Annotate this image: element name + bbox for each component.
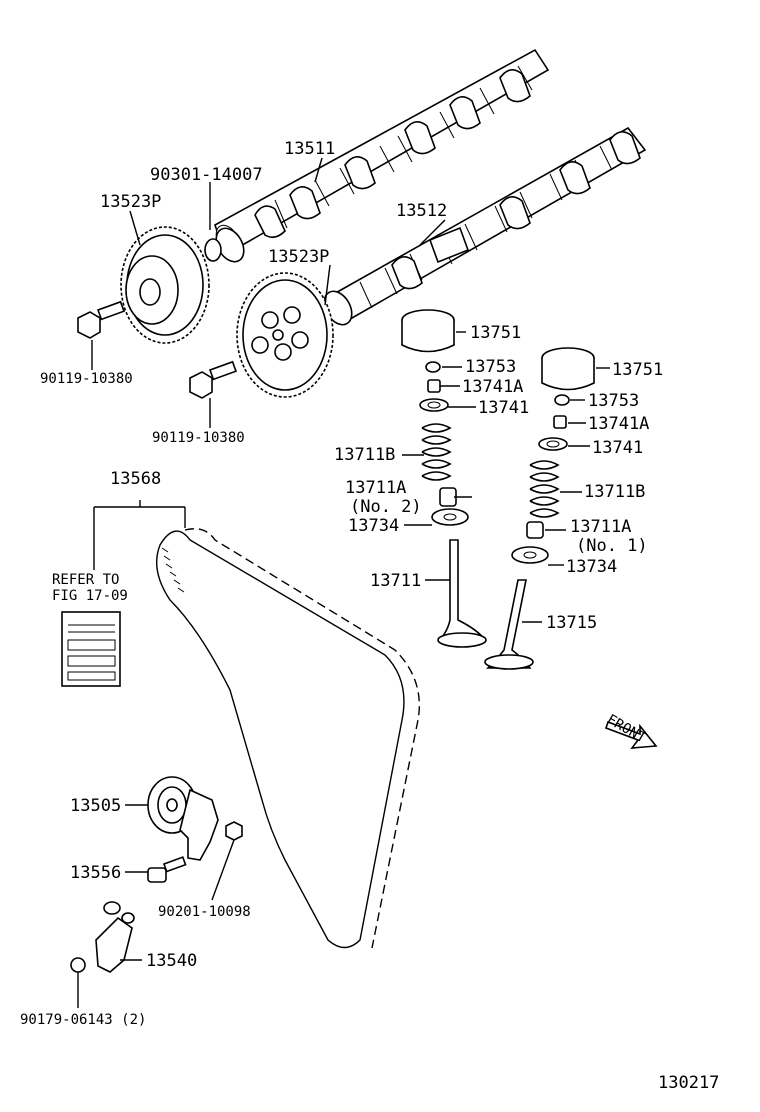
spring-seat-right[interactable] xyxy=(511,546,549,564)
valve-intake[interactable] xyxy=(437,539,487,648)
valve-lifter-left[interactable] xyxy=(401,309,455,353)
valve-lifter-right[interactable] xyxy=(541,347,595,391)
valve-stem-seal-no2[interactable] xyxy=(439,487,457,507)
valve-spring-right[interactable] xyxy=(529,460,560,518)
label-shim-left: 13753 xyxy=(465,357,516,377)
label-spring-left: 13711B xyxy=(334,445,395,465)
camshaft-exhaust[interactable] xyxy=(211,48,550,267)
idler-pulley[interactable] xyxy=(147,776,219,861)
label-shim-right: 13753 xyxy=(588,391,639,411)
label-tensioner: 13540 xyxy=(146,951,197,971)
tensioner[interactable] xyxy=(95,901,135,973)
label-camshaft-exhaust: 13511 xyxy=(284,139,335,159)
label-refer-line2: FIG 17-09 xyxy=(52,588,128,604)
label-valve-exhaust: 13715 xyxy=(546,613,597,633)
label-nut: 90201-10098 xyxy=(158,904,251,920)
label-camshaft-intake: 13512 xyxy=(396,201,447,221)
camshaft-sprocket-2[interactable] xyxy=(236,272,334,398)
camshaft-sprocket-1[interactable] xyxy=(120,226,222,344)
retainer-left[interactable] xyxy=(419,398,449,412)
valve-exhaust[interactable] xyxy=(484,579,534,670)
refer-figure-box[interactable] xyxy=(61,611,121,687)
nut[interactable] xyxy=(225,821,243,841)
diagram-id: 130217 xyxy=(658,1073,719,1093)
label-idler-bolt: 13556 xyxy=(70,863,121,883)
label-seal-no1-line1: 13711A xyxy=(570,517,631,537)
label-pin: 90301-14007 xyxy=(150,165,263,185)
timing-belt[interactable] xyxy=(156,528,420,949)
label-retainer-right: 13741 xyxy=(592,438,643,458)
label-idler-pulley: 13505 xyxy=(70,796,121,816)
label-front: FRONT xyxy=(604,712,649,747)
label-timing-belt: 13568 xyxy=(110,469,161,489)
label-bolt-1: 90119-10380 xyxy=(40,371,133,387)
label-lifter-left: 13751 xyxy=(470,323,521,343)
bolt-2[interactable] xyxy=(189,360,237,399)
retainer-lock-left[interactable] xyxy=(427,379,441,393)
retainer-lock-right[interactable] xyxy=(553,415,567,429)
valve-stem-seal-no1[interactable] xyxy=(526,521,544,539)
bolt-1[interactable] xyxy=(77,300,125,339)
front-arrow-icon xyxy=(604,720,658,749)
label-retainer-lock-left: 13741A xyxy=(462,377,523,397)
label-seal-no2-line2: (No. 2) xyxy=(350,497,422,517)
label-seal-no2-line1: 13711A xyxy=(345,478,406,498)
label-bolt-2: 90119-10380 xyxy=(152,430,245,446)
label-sprocket-1: 13523P xyxy=(100,192,161,212)
label-sprocket-2: 13523P xyxy=(268,247,329,267)
spring-seat-left[interactable] xyxy=(431,508,469,526)
idler-bolt[interactable] xyxy=(147,856,187,883)
label-tensioner-nut: 90179-06143 (2) xyxy=(20,1012,146,1028)
label-retainer-left: 13741 xyxy=(478,398,529,418)
label-lifter-right: 13751 xyxy=(612,360,663,380)
label-spring-right: 13711B xyxy=(584,482,645,502)
retainer-right[interactable] xyxy=(538,437,568,451)
leader-lines xyxy=(77,157,610,1008)
label-retainer-lock-right: 13741A xyxy=(588,414,649,434)
label-seat-right: 13734 xyxy=(566,557,617,577)
label-seal-no1-line2: (No. 1) xyxy=(576,536,648,556)
shim-right[interactable] xyxy=(554,394,570,406)
label-valve-intake: 13711 xyxy=(370,571,421,591)
label-refer-line1: REFER TO xyxy=(52,572,119,588)
label-seat-left: 13734 xyxy=(348,516,399,536)
tensioner-nut[interactable] xyxy=(70,957,86,973)
shim-left[interactable] xyxy=(425,361,441,373)
valve-spring-left[interactable] xyxy=(421,423,452,481)
